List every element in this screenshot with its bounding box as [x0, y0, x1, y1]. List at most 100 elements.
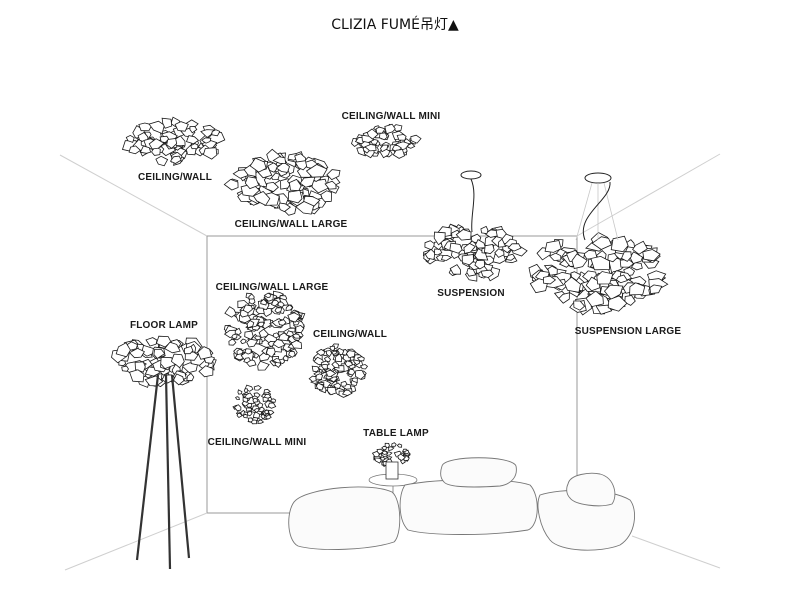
petal — [410, 134, 422, 144]
petal — [440, 254, 453, 261]
petal — [224, 306, 237, 318]
ceiling-edge-left — [59, 154, 208, 237]
petal — [326, 169, 341, 181]
petal — [244, 348, 252, 355]
petal — [315, 382, 324, 391]
petal — [244, 330, 254, 340]
lamp-ceiling-wall-large-side — [223, 148, 341, 216]
petal — [242, 396, 249, 403]
lamp-ceiling-wall-front — [308, 343, 369, 398]
suspension-cable — [470, 178, 475, 233]
petal — [141, 344, 154, 357]
petal — [373, 457, 383, 464]
petal — [315, 348, 326, 356]
petal — [624, 295, 636, 306]
petal — [257, 402, 264, 409]
petal — [190, 143, 199, 150]
petal — [237, 389, 243, 395]
petal — [232, 169, 249, 179]
label-ceiling-wall-large-wall: CEILING/WALL LARGE — [216, 282, 329, 293]
petal — [449, 264, 461, 275]
petal — [264, 409, 270, 415]
petal — [265, 181, 279, 193]
petal — [161, 117, 173, 129]
petal — [288, 178, 302, 192]
petal — [404, 449, 410, 455]
petal — [164, 341, 181, 354]
petal — [243, 392, 254, 399]
petal — [396, 134, 407, 141]
petal — [396, 443, 403, 448]
petal — [197, 346, 212, 360]
petal — [198, 365, 214, 378]
petal — [277, 319, 287, 326]
petal — [585, 290, 604, 308]
petal — [183, 345, 194, 355]
petal — [380, 456, 386, 461]
petal — [308, 375, 318, 382]
petal — [186, 372, 195, 381]
petal — [246, 338, 259, 348]
petal — [246, 319, 255, 329]
tripod-leg-left — [135, 374, 160, 561]
petal — [285, 330, 295, 337]
petal — [455, 229, 472, 241]
petal — [248, 298, 256, 305]
petal — [340, 380, 348, 387]
petal — [332, 382, 342, 389]
petal — [547, 265, 558, 276]
petal — [386, 456, 393, 460]
petal — [315, 373, 324, 380]
petal — [155, 155, 169, 167]
petal — [505, 253, 516, 261]
petal — [596, 271, 614, 285]
petal — [607, 253, 619, 263]
table-lamp-base — [385, 461, 399, 480]
petal — [254, 335, 262, 341]
petal — [274, 307, 283, 314]
petal — [240, 338, 247, 345]
petal — [270, 299, 280, 307]
petal — [125, 134, 135, 143]
petal — [242, 304, 253, 314]
petal — [334, 353, 343, 363]
petal — [265, 347, 276, 358]
petal — [356, 356, 365, 362]
petal — [257, 419, 265, 424]
petal — [649, 284, 663, 294]
petal — [573, 300, 586, 311]
petal — [253, 385, 262, 391]
petal — [376, 448, 385, 455]
petal — [391, 144, 403, 153]
lamps-group — [111, 116, 669, 467]
petal — [364, 144, 377, 152]
label-suspension: SUSPENSION — [437, 288, 505, 299]
petal — [475, 239, 486, 249]
petal — [169, 155, 182, 164]
sofa-center-back-cushion — [440, 457, 517, 488]
lamp-suspension-large-side — [528, 232, 669, 316]
petal — [263, 292, 272, 298]
petal — [449, 242, 463, 254]
petal — [139, 145, 152, 154]
lamp-floor-lamp-side — [111, 335, 217, 388]
petal — [159, 135, 170, 144]
petal — [424, 248, 436, 260]
petal — [272, 339, 286, 349]
petal — [480, 269, 494, 279]
petal — [629, 282, 646, 296]
petal — [242, 413, 248, 419]
petal — [331, 350, 338, 355]
petal — [272, 156, 287, 164]
petal — [236, 412, 243, 419]
petal — [610, 235, 629, 253]
petal — [341, 389, 353, 396]
petal — [375, 126, 386, 134]
petal — [174, 121, 189, 132]
petal — [311, 365, 320, 373]
petal — [211, 129, 221, 137]
petal — [282, 354, 289, 362]
suspension-large-cable — [582, 181, 611, 241]
petal — [299, 176, 316, 188]
